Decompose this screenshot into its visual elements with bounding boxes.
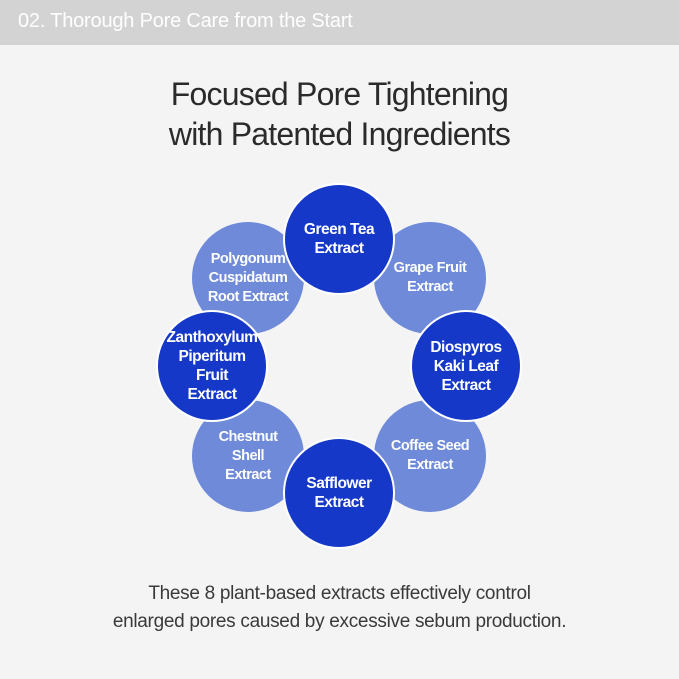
caption: These 8 plant-based extracts effectively…: [0, 580, 679, 636]
caption-line-2: enlarged pores caused by excessive sebum…: [112, 611, 567, 632]
ingredient-label: Zanthoxylum Piperitum Fruit Extract: [166, 329, 258, 403]
header-text: 02. Thorough Pore Care from the Start: [18, 10, 353, 32]
ingredient-circle-green-tea: Green Tea Extract: [283, 183, 395, 295]
ingredient-label: Chestnut Shell Extract: [218, 428, 278, 483]
ingredient-label: Diospyros Kaki Leaf Extract: [430, 338, 502, 394]
ingredient-label: Green Tea Extract: [303, 221, 375, 257]
title-line-1: Focused Pore Tightening: [170, 76, 509, 112]
caption-line-1: These 8 plant-based extracts effectively…: [148, 583, 531, 604]
page-title: Focused Pore Tightening with Patented In…: [0, 74, 679, 154]
header-bar: 02. Thorough Pore Care from the Start: [0, 0, 679, 45]
ingredient-circle-zanthoxylum: Zanthoxylum Piperitum Fruit Extract: [156, 310, 268, 422]
ingredient-label: Safflower Extract: [306, 475, 372, 511]
ingredient-label: Grape Fruit Extract: [393, 260, 467, 295]
ingredient-label: Coffee Seed Extract: [390, 438, 470, 473]
title-line-2: with Patented Ingredients: [168, 116, 511, 152]
ingredient-circle-diospyros: Diospyros Kaki Leaf Extract: [410, 310, 522, 422]
ingredient-label: Polygonum Cuspidatum Root Extract: [207, 250, 289, 305]
ingredient-circle-safflower: Safflower Extract: [283, 437, 395, 549]
